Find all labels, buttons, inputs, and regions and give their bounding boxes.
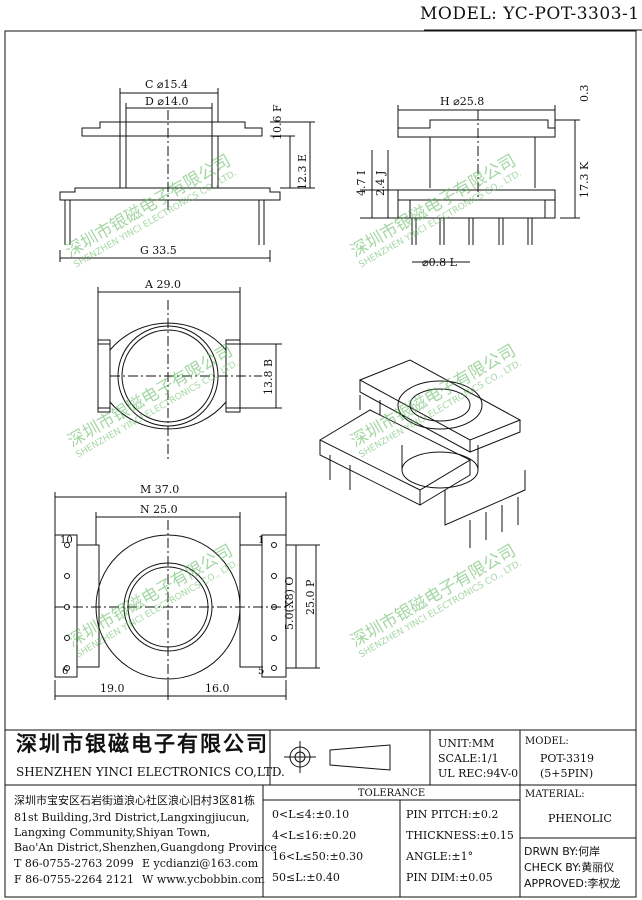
dim-F-value: 10.6 xyxy=(271,115,284,141)
dim-L: ⌀0.8 L xyxy=(422,256,457,270)
dim-I: 4.7 I xyxy=(355,171,369,196)
material-value: PHENOLIC xyxy=(548,812,612,825)
model-value: POT-3319 xyxy=(540,752,595,765)
tolerance-row-1: 0<L≤4:±0.10 xyxy=(272,808,350,821)
dim-bottom-right: 16.0 xyxy=(205,682,230,695)
dim-J: 2.4 J xyxy=(374,171,388,196)
address-line-4: Bao'An District,Shenzhen,Guangdong Provi… xyxy=(14,841,277,854)
pin-dim: PIN DIM:±0.05 xyxy=(406,871,493,884)
model-label: MODEL: xyxy=(525,736,569,747)
dim-B: 13.8 B xyxy=(262,359,276,395)
top-view xyxy=(97,287,282,460)
dim-P: 25.0 P xyxy=(304,580,318,615)
dim-M-letter: M xyxy=(140,483,152,496)
scale-label: SCALE:1/1 xyxy=(438,752,499,765)
address-line-3: Langxing Community,Shiyan Town, xyxy=(14,826,211,839)
website: W www.ycbobbin.com xyxy=(142,873,265,886)
bottom-view xyxy=(54,492,320,700)
title-block-frame xyxy=(5,729,636,897)
model-pins: (5+5PIN) xyxy=(540,767,594,780)
checked-by: CHECK BY:黄丽仪 xyxy=(524,861,615,874)
dim-J-value: 2.4 xyxy=(374,178,387,197)
dim-bottom-left: 19.0 xyxy=(100,682,125,695)
thickness: THICKNESS:±0.15 xyxy=(406,829,514,842)
dim-F: 10.6 F xyxy=(271,104,285,140)
tolerance-row-4: 50≤L:±0.40 xyxy=(272,871,340,884)
dim-C-value: ⌀15.4 xyxy=(156,78,189,91)
dim-H-value: ⌀25.8 xyxy=(453,95,485,108)
tolerance-row-2: 4<L≤16:±0.20 xyxy=(272,829,357,842)
dim-D-letter: D xyxy=(145,95,154,108)
dim-D-value: ⌀14.0 xyxy=(157,95,189,108)
dim-N: N 25.0 xyxy=(140,503,178,517)
isometric-view xyxy=(318,359,526,548)
material-label: MATERIAL: xyxy=(525,789,585,800)
side-view-left xyxy=(59,88,315,262)
pin-label-10: 10 xyxy=(60,535,73,546)
pin-label-5: 5 xyxy=(258,666,265,677)
dim-K-value: 17.3 xyxy=(578,173,591,199)
dim-M: M 37.0 xyxy=(140,483,179,497)
pin-label-1: 1 xyxy=(258,535,265,546)
dim-J-letter: J xyxy=(374,170,387,175)
dim-G: G 33.5 xyxy=(140,244,177,258)
dim-C-letter: C xyxy=(145,78,154,91)
dim-B-letter: B xyxy=(262,358,275,367)
dim-E: 12.3 E xyxy=(296,154,310,190)
dim-A-letter: A xyxy=(145,278,153,291)
dim-A-value: 29.0 xyxy=(156,278,181,291)
dim-F-letter: F xyxy=(271,104,284,112)
dim-P-value: 25.0 xyxy=(304,590,317,616)
dim-P-letter: P xyxy=(304,579,317,587)
dim-K-letter: K xyxy=(578,161,591,170)
dim-L-letter: L xyxy=(449,256,457,269)
dim-O-value: 5.0(X8) xyxy=(283,589,296,630)
address-line-1: 深圳市宝安区石岩街道浪心社区浪心旧村3区81栋 xyxy=(14,794,255,807)
drawn-by: DRWN BY:何岸 xyxy=(524,845,601,858)
dim-H: H ⌀25.8 xyxy=(440,95,484,109)
dim-A: A 29.0 xyxy=(145,278,181,292)
angle: ANGLE:±1° xyxy=(406,850,474,863)
fax: F 86-0755-2264 2121 xyxy=(14,873,135,886)
company-name-en: SHENZHEN YINCI ELECTRONICS CO,LTD. xyxy=(16,765,285,779)
dim-K: 17.3 K xyxy=(578,162,592,198)
tolerance-row-3: 16<L≤50:±0.30 xyxy=(272,850,364,863)
company-name-cn: 深圳市银磁电子有限公司 xyxy=(16,732,269,756)
dim-C: C ⌀15.4 xyxy=(145,78,188,92)
dim-E-letter: E xyxy=(296,153,309,162)
phone: T 86-0755-2763 2099 xyxy=(14,857,134,870)
pin-pitch: PIN PITCH:±0.2 xyxy=(406,808,499,821)
dim-B-value: 13.8 xyxy=(262,370,275,396)
dim-N-letter: N xyxy=(140,503,150,516)
address-line-2: 81st Building,3rd District,Langxingjiucu… xyxy=(14,811,250,824)
drawing-frame xyxy=(4,30,637,898)
dim-I-letter: I xyxy=(355,170,368,175)
dim-M-value: 37.0 xyxy=(154,483,180,496)
dim-G-value: 33.5 xyxy=(152,244,177,257)
dim-L-value: ⌀0.8 xyxy=(422,256,447,269)
dim-G-letter: G xyxy=(140,244,149,257)
dim-D: D ⌀14.0 xyxy=(145,95,188,109)
unit-label: UNIT:MM xyxy=(438,737,495,750)
approved-by: APPROVED:李权龙 xyxy=(524,877,621,890)
dim-E-value: 12.3 xyxy=(296,165,309,191)
dim-H-letter: H xyxy=(440,95,450,108)
dim-O-letter: O xyxy=(283,576,296,586)
pin-label-6: 6 xyxy=(62,666,69,677)
ul-label: UL REC:94V-0 xyxy=(438,767,519,780)
email: E ycdianzi@163.com xyxy=(142,857,259,870)
dim-H-top: 0.3 xyxy=(578,84,591,103)
dim-I-value: 4.7 xyxy=(355,178,368,197)
tolerance-title: TOLERANCE xyxy=(357,788,426,799)
model-title: MODEL: YC-POT-3303-1 xyxy=(420,4,640,24)
dim-N-value: 25.0 xyxy=(153,503,178,516)
side-view-right xyxy=(360,105,580,263)
dim-O: 5.0(X8) O xyxy=(283,577,297,630)
